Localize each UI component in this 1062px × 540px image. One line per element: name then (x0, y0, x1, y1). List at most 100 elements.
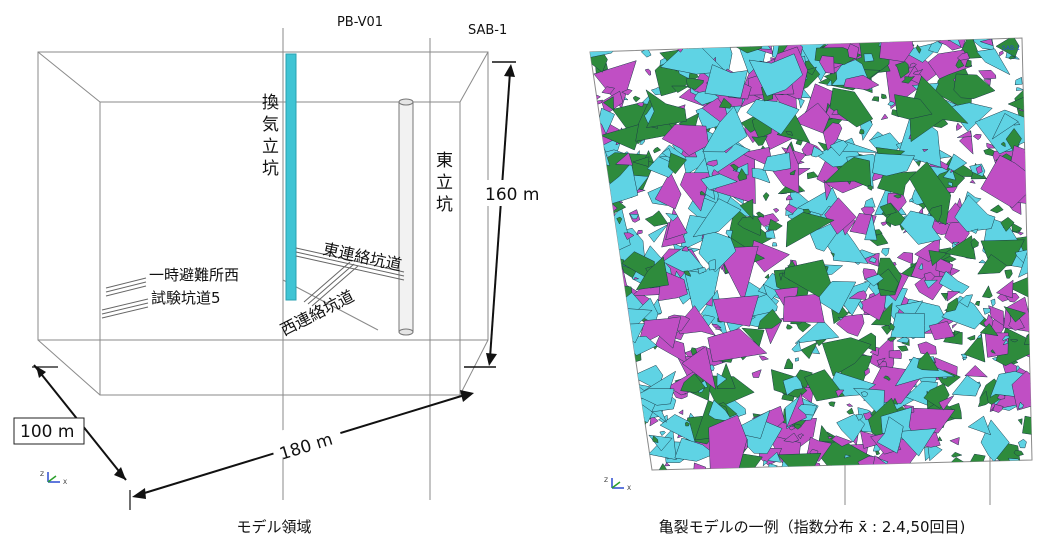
fracture-plane (999, 50, 1004, 57)
fracture-plane (819, 55, 835, 74)
ventilation-shaft (285, 53, 297, 301)
fracture-plane (598, 299, 604, 308)
fracture-plane (593, 379, 617, 405)
fracture-plane (609, 387, 641, 434)
fracture-plane (592, 294, 605, 305)
fracture-plane (859, 129, 865, 135)
fracture-plane (697, 267, 707, 275)
fracture-plane (698, 228, 737, 273)
fracture-plane (595, 218, 615, 236)
fracture-plane (641, 451, 646, 458)
fracture-plane (590, 162, 603, 169)
fracture-plane (1015, 365, 1020, 373)
fracture-plane (836, 313, 865, 337)
fracture-plane (674, 437, 715, 462)
fracture-plane (953, 330, 961, 337)
fracture-plane (664, 462, 671, 467)
fracture-plane (622, 432, 630, 439)
borehole-label: PB-V01 (337, 15, 383, 30)
fracture-plane (922, 149, 929, 153)
fracture-plane (595, 410, 637, 455)
fracture-plane (633, 436, 644, 444)
fracture-plane (756, 211, 764, 218)
fracture-plane (863, 53, 875, 62)
fracture-plane (976, 334, 982, 339)
fracture-plane (725, 229, 733, 240)
fracture-plane (590, 95, 602, 100)
fracture-plane (896, 336, 910, 344)
fracture-plane (718, 97, 732, 109)
fracture-plane (590, 259, 628, 299)
fracture-plane (1007, 85, 1032, 116)
fracture-plane (678, 409, 684, 415)
fracture-plane (653, 146, 662, 154)
fracture-plane (912, 68, 924, 76)
fracture-plane (952, 241, 960, 246)
fracture-plane (1014, 76, 1023, 86)
fracture-plane (915, 44, 922, 54)
test-tunnel (101, 298, 149, 319)
fracture-plane (667, 152, 688, 175)
fracture-plane (917, 341, 937, 355)
fracture-plane (980, 154, 1032, 209)
fracture-plane (888, 322, 895, 331)
fracture-plane (910, 263, 916, 269)
refuge-tunnel (105, 277, 147, 297)
fracture-plane (617, 406, 624, 414)
fracture-plane (875, 450, 881, 456)
fracture-plane (1022, 415, 1032, 437)
fracture-plane (662, 245, 704, 273)
fracture-plane (811, 145, 824, 158)
fracture-plane (783, 358, 794, 370)
fracture-plane (947, 153, 968, 172)
fracture-plane (757, 308, 783, 330)
fracture-plane (762, 152, 791, 172)
fracture-plane (981, 285, 993, 299)
fracture-model-panel: SAB-1 Z X (570, 10, 1054, 515)
fracture-plane (868, 256, 877, 264)
fracture-plane (768, 463, 778, 470)
fracture-plane (596, 454, 610, 469)
fracture-plane (746, 99, 800, 135)
fracture-plane (635, 387, 675, 406)
fracture-plane (714, 326, 723, 331)
fracture-plane (590, 374, 607, 391)
fracture-plane (978, 69, 997, 80)
fracture-plane (590, 38, 618, 59)
fracture-plane (737, 215, 763, 236)
fracture-plane (888, 349, 902, 359)
fracture-plane (881, 93, 887, 100)
fracture-plane (1011, 370, 1032, 411)
fracture-plane (602, 96, 614, 111)
fracture-plane (627, 445, 642, 459)
depth-label-box (13, 417, 85, 445)
fracture-plane (811, 345, 821, 355)
fracture-plane (1009, 338, 1019, 343)
fracture-plane (1018, 401, 1024, 409)
fracture-plane (804, 66, 818, 76)
fracture-plane (1004, 269, 1013, 279)
fracture-plane (1000, 141, 1006, 148)
fracture-plane (817, 465, 830, 470)
fracture-plane (737, 167, 747, 182)
fracture-plane (593, 340, 602, 348)
fracture-plane (1002, 335, 1011, 341)
fracture-plane (897, 345, 909, 352)
fracture-plane (954, 194, 996, 232)
fracture-plane (592, 339, 602, 351)
fracture-plane (729, 163, 739, 172)
depth-dimension-label: 100 m (20, 422, 74, 442)
fracture-plane (794, 318, 840, 344)
fracture-plane (659, 38, 727, 75)
model-domain-caption: モデル領域 (236, 518, 312, 536)
fracture-plane (1008, 55, 1017, 60)
fracture-plane (590, 139, 604, 156)
fracture-plane (797, 404, 817, 416)
fracture-plane (614, 152, 633, 166)
fracture-plane (619, 436, 629, 445)
fracture-plane (823, 179, 832, 202)
fracture-plane (702, 105, 748, 153)
fracture-plane (590, 41, 599, 46)
fracture-plane (681, 246, 689, 252)
fracture-plane (928, 321, 955, 341)
